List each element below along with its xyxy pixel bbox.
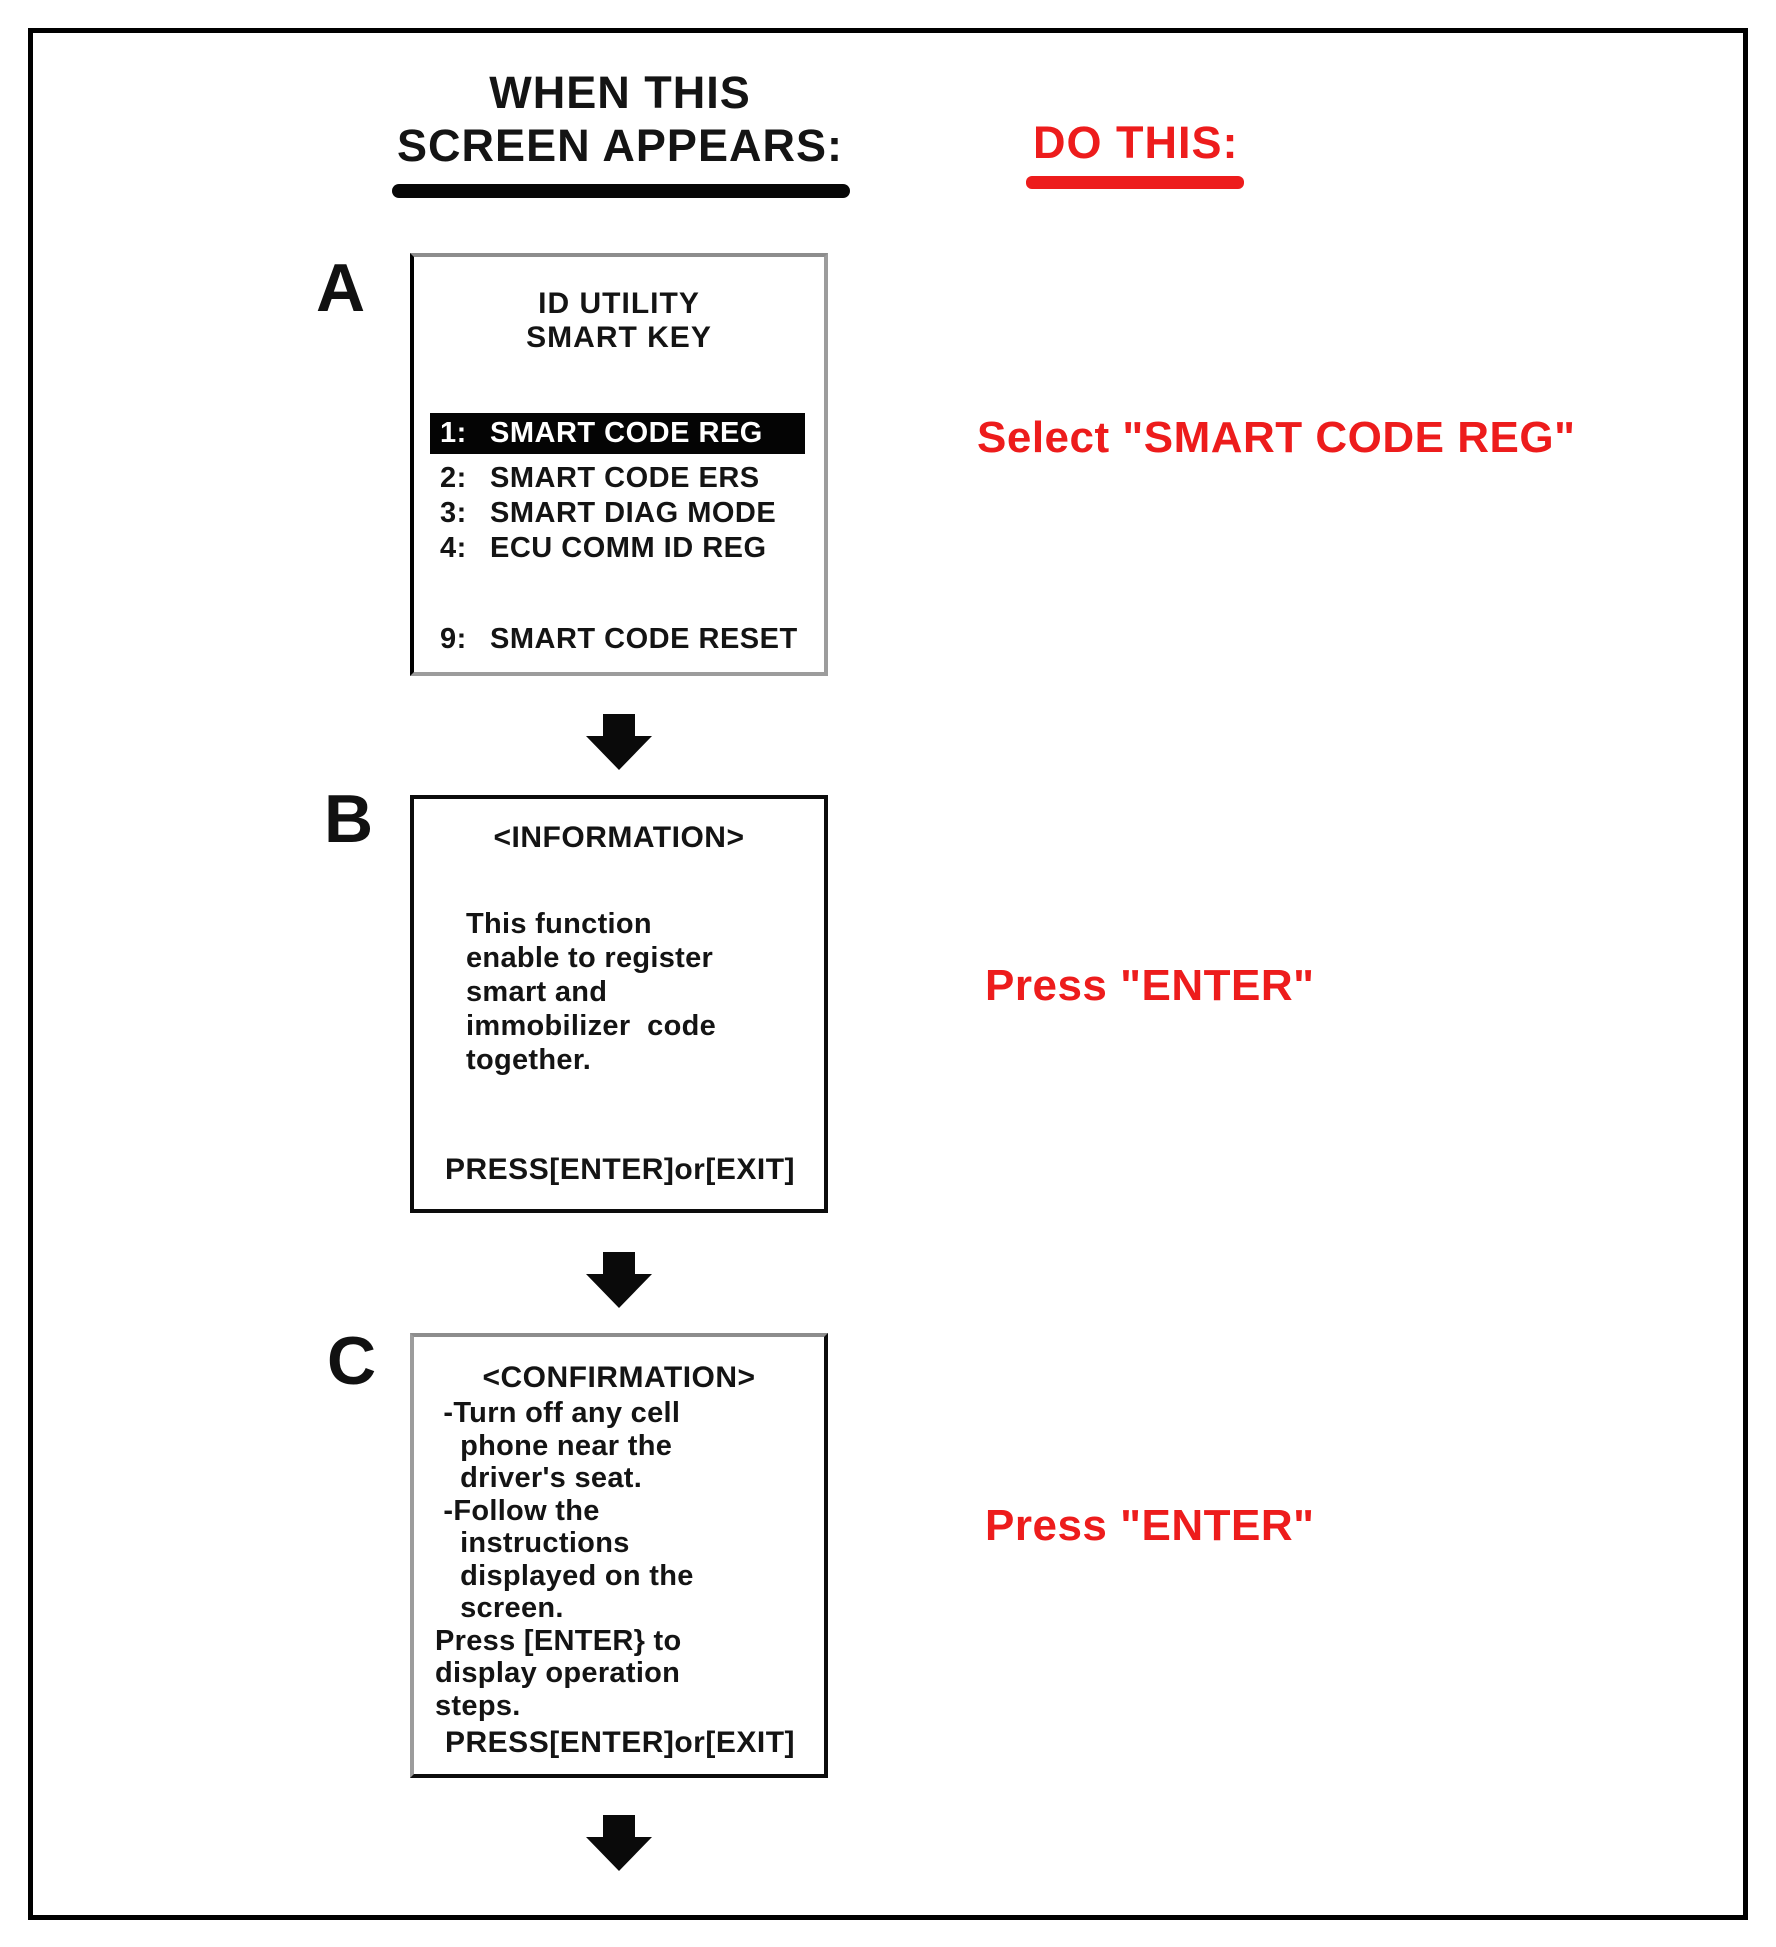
screen-a-menu: 1: SMART CODE REG 2: SMART CODE ERS 3: S…: [414, 413, 824, 657]
instruction-select-smart-code-reg: Select "SMART CODE REG": [977, 413, 1576, 462]
menu-item-number: 2:: [440, 462, 467, 494]
screen-c-footer-press-enter-or-exit: PRESS[ENTER]or[EXIT]: [445, 1726, 796, 1759]
screen-b-footer-press-enter-or-exit: PRESS[ENTER]or[EXIT]: [445, 1153, 796, 1186]
down-arrow-icon: [586, 1815, 652, 1871]
step-letter-b: B: [324, 781, 374, 857]
menu-item-number: 4:: [440, 532, 467, 564]
lcd-screen-a-id-utility: ID UTILITY SMART KEY 1: SMART CODE REG 2…: [410, 253, 828, 676]
lcd-screen-c-confirmation: <CONFIRMATION> -Turn off any cell phone …: [410, 1333, 828, 1778]
menu-item-label: SMART CODE REG: [490, 417, 763, 449]
column-heading-when-this-screen-appears: WHEN THIS SCREEN APPEARS:: [397, 67, 843, 171]
step-letter-a: A: [316, 250, 366, 326]
menu-item-label: ECU COMM ID REG: [490, 532, 767, 564]
step-letter-c: C: [327, 1323, 377, 1399]
menu-item-number: 9:: [440, 623, 467, 655]
down-arrow-icon: [586, 1252, 652, 1308]
black-underline-bar: [392, 184, 850, 198]
menu-item-smart-diag-mode: 3: SMART DIAG MODE: [414, 496, 824, 531]
column-heading-do-this: DO THIS:: [1033, 117, 1239, 168]
down-arrow-icon: [586, 714, 652, 770]
menu-item-ecu-comm-id-reg: 4: ECU COMM ID REG: [414, 531, 824, 566]
screen-b-title: <INFORMATION>: [493, 821, 745, 854]
instruction-press-enter-c: Press "ENTER": [985, 1501, 1315, 1550]
screen-b-body-text: This function enable to register smart a…: [466, 908, 717, 1076]
lcd-screen-b-information: <INFORMATION> This function enable to re…: [410, 795, 828, 1213]
page-border-frame: [28, 28, 1748, 1920]
menu-item-smart-code-ers: 2: SMART CODE ERS: [414, 461, 824, 496]
menu-item-smart-code-reset: 9: SMART CODE RESET: [414, 622, 824, 657]
menu-item-label: SMART DIAG MODE: [490, 497, 777, 529]
screen-c-title: <CONFIRMATION>: [482, 1361, 756, 1394]
menu-item-number: 1:: [440, 417, 467, 449]
menu-item-smart-code-reg-highlighted: 1: SMART CODE REG: [430, 413, 805, 454]
menu-item-number: 3:: [440, 497, 467, 529]
menu-item-label: SMART CODE RESET: [490, 623, 798, 655]
instruction-press-enter-b: Press "ENTER": [985, 961, 1315, 1010]
screen-c-body-text: -Turn off any cell phone near the driver…: [435, 1397, 694, 1722]
screen-a-title: ID UTILITY SMART KEY: [526, 287, 712, 354]
red-underline-bar: [1026, 176, 1244, 189]
menu-item-label: SMART CODE ERS: [490, 462, 760, 494]
